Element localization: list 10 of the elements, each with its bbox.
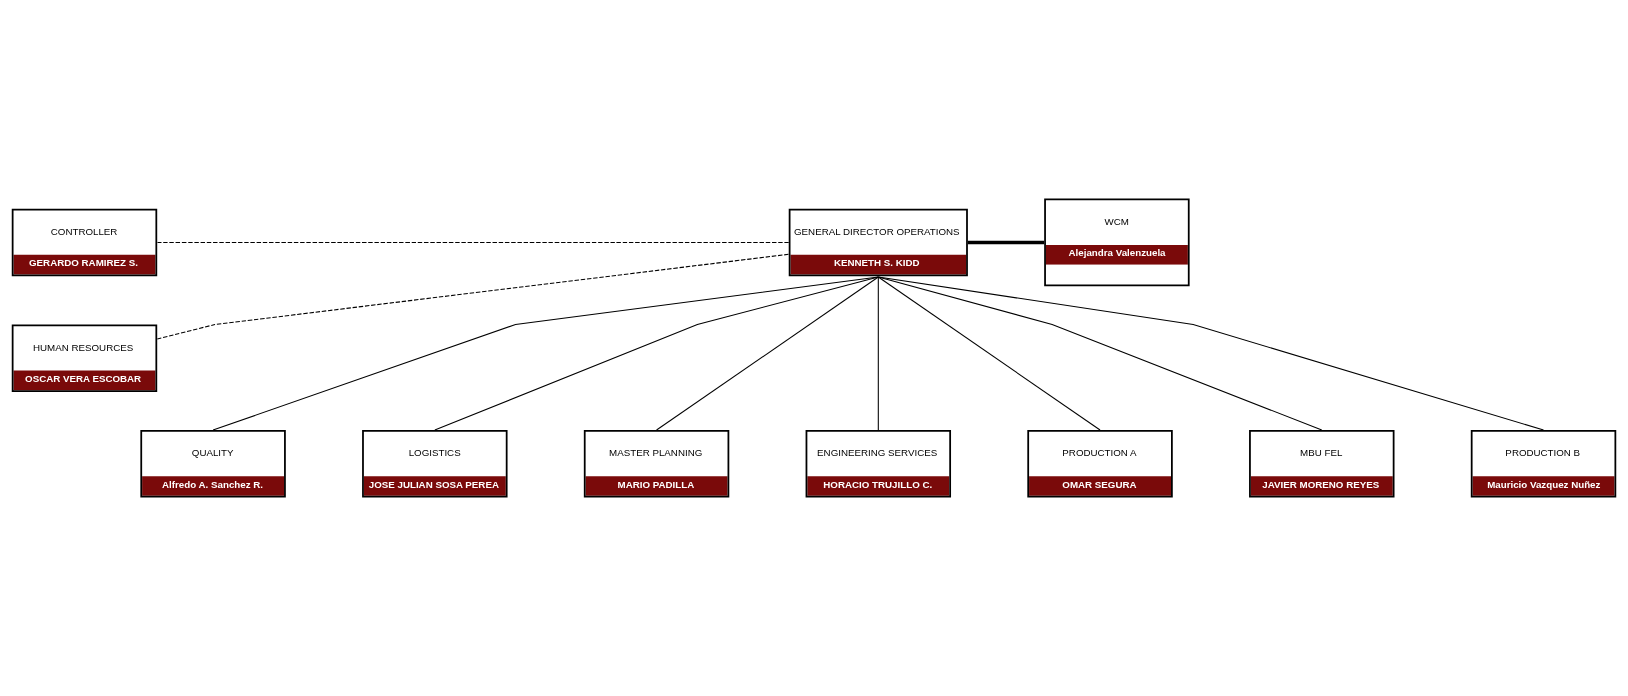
connector <box>156 241 790 243</box>
connector <box>877 276 1101 431</box>
connector <box>156 253 789 340</box>
connector <box>877 276 1323 431</box>
connector <box>877 276 1545 431</box>
connector <box>212 276 879 431</box>
connector <box>656 276 879 431</box>
connector <box>967 240 1045 245</box>
connector <box>877 276 879 431</box>
connector <box>434 276 879 431</box>
